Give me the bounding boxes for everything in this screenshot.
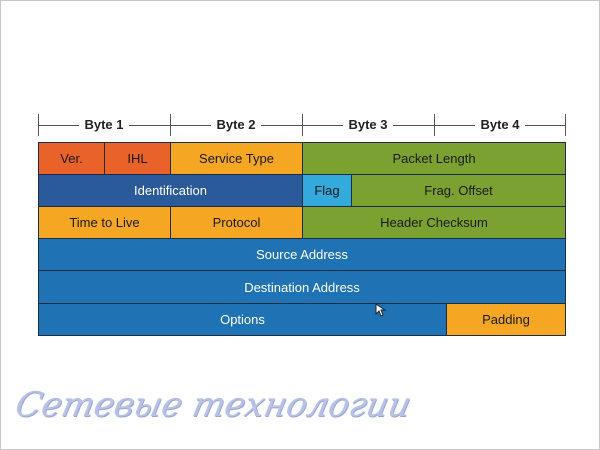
padding-field: Padding (446, 303, 566, 336)
watermark: Сетевые технологии (11, 385, 415, 425)
header-checksum-field: Header Checksum (302, 206, 566, 239)
service-type-field: Service Type (170, 142, 303, 175)
ruler-tick (302, 114, 303, 136)
ihl-field: IHL (104, 142, 171, 175)
ver-field: Ver. (38, 142, 105, 175)
ruler-tick (170, 114, 171, 136)
mouse-cursor-icon (375, 303, 387, 317)
protocol-field: Protocol (170, 206, 303, 239)
ip-header-diagram: Ver. IHL Service Type Packet Length Iden… (38, 142, 566, 336)
byte-1-label: Byte 1 (38, 117, 170, 132)
ruler-tick (38, 114, 39, 136)
destination-address-field: Destination Address (38, 270, 566, 304)
byte-ruler: Byte 1 Byte 2 Byte 3 Byte 4 (38, 114, 566, 136)
time-to-live-field: Time to Live (38, 206, 171, 239)
frag-offset-field: Frag. Offset (351, 174, 566, 207)
source-address-field: Source Address (38, 238, 566, 271)
packet-length-field: Packet Length (302, 142, 566, 175)
byte-3-label: Byte 3 (302, 117, 434, 132)
flag-field: Flag (302, 174, 352, 207)
identification-field: Identification (38, 174, 303, 207)
byte-2-label: Byte 2 (170, 117, 302, 132)
byte-4-label: Byte 4 (434, 117, 566, 132)
ruler-tick (434, 114, 435, 136)
ruler-tick (565, 114, 566, 136)
